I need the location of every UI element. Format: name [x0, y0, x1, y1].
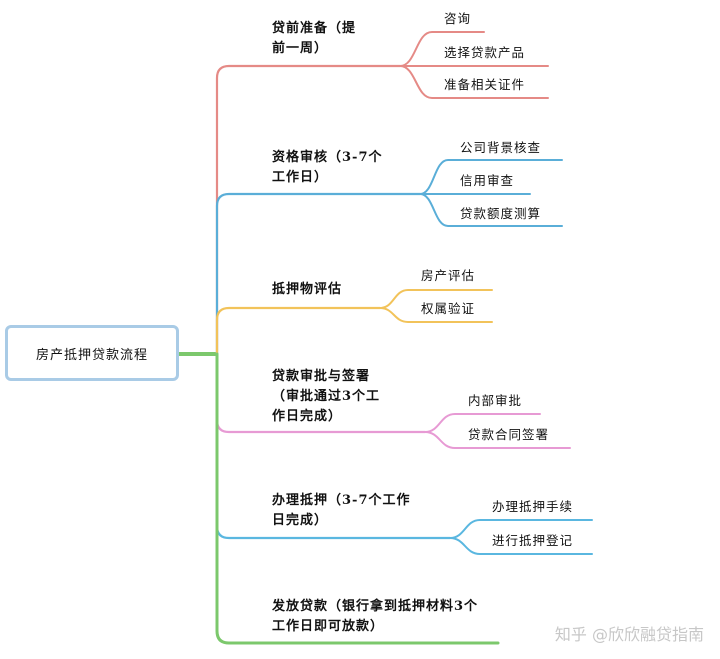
branch-5-leaf-2: 进行抵押登记	[492, 533, 574, 548]
branch-5-title-line-1: 办理抵押（3-7个工作	[272, 493, 411, 508]
root-node-label: 房产抵押贷款流程	[35, 347, 148, 363]
branch-5-leaf-2-connector	[449, 537, 593, 555]
branch-2-leaf-1: 公司背景核查	[460, 140, 542, 155]
branch-1-connector	[215, 64, 402, 356]
branch-3-connector	[215, 306, 382, 356]
branch-4-title-line-2: （审批通过3个工	[272, 389, 381, 404]
branch-5-leaf-1-connector	[449, 519, 593, 539]
branch-4-leaf-1-connector	[424, 413, 541, 433]
branch-3-leaf-1: 房产评估	[421, 268, 476, 283]
branch-2-leaf-1-connector	[419, 159, 563, 195]
branch-4-title-line-3: 作日完成）	[272, 409, 343, 424]
branch-1-leaf-3-connector	[399, 65, 549, 99]
branch-1-title-line-1: 贷前准备（提	[272, 21, 357, 36]
branch-4-leaf-2-connector	[424, 431, 571, 449]
branch-6-title-line-2: 工作日即可放款）	[272, 619, 385, 634]
branch-3-leaf-2-connector	[379, 307, 493, 323]
branch-2-connector	[215, 192, 422, 356]
root-node: 房产抵押贷款流程	[5, 325, 179, 381]
branch-3-leaf-2: 权属验证	[421, 301, 476, 316]
branch-2-title-line-1: 资格审核（3-7个	[272, 150, 383, 165]
branch-1-leaf-1: 咨询	[444, 11, 472, 26]
branch-5-leaf-1: 办理抵押手续	[492, 499, 574, 514]
branch-5-title-line-2: 日完成）	[272, 513, 329, 528]
branch-1-leaf-3: 准备相关证件	[444, 77, 526, 92]
branch-6-title-line-1: 发放贷款（银行拿到抵押材料3个	[272, 599, 479, 614]
branch-2-leaf-3: 贷款额度测算	[460, 206, 542, 221]
branch-4-leaf-1: 内部审批	[468, 393, 523, 408]
branch-4-title-line-1: 贷款审批与签署	[272, 369, 371, 384]
branch-6-connector	[215, 352, 500, 645]
branch-4-leaf-2: 贷款合同签署	[468, 427, 550, 442]
watermark: 知乎 @欣欣融贷指南	[554, 625, 704, 644]
branch-2-title-line-2: 工作日）	[272, 170, 329, 185]
branch-2-leaf-3-connector	[419, 193, 563, 227]
branch-3-leaf-1-connector	[379, 289, 493, 309]
branch-1-leaf-2: 选择贷款产品	[444, 45, 526, 60]
branch-3-title-line-1: 抵押物评估	[272, 282, 343, 297]
branch-1-title-line-2: 前一周）	[272, 41, 329, 56]
branch-2-leaf-2: 信用审查	[460, 173, 515, 188]
branch-1-leaf-1-connector	[399, 31, 485, 67]
